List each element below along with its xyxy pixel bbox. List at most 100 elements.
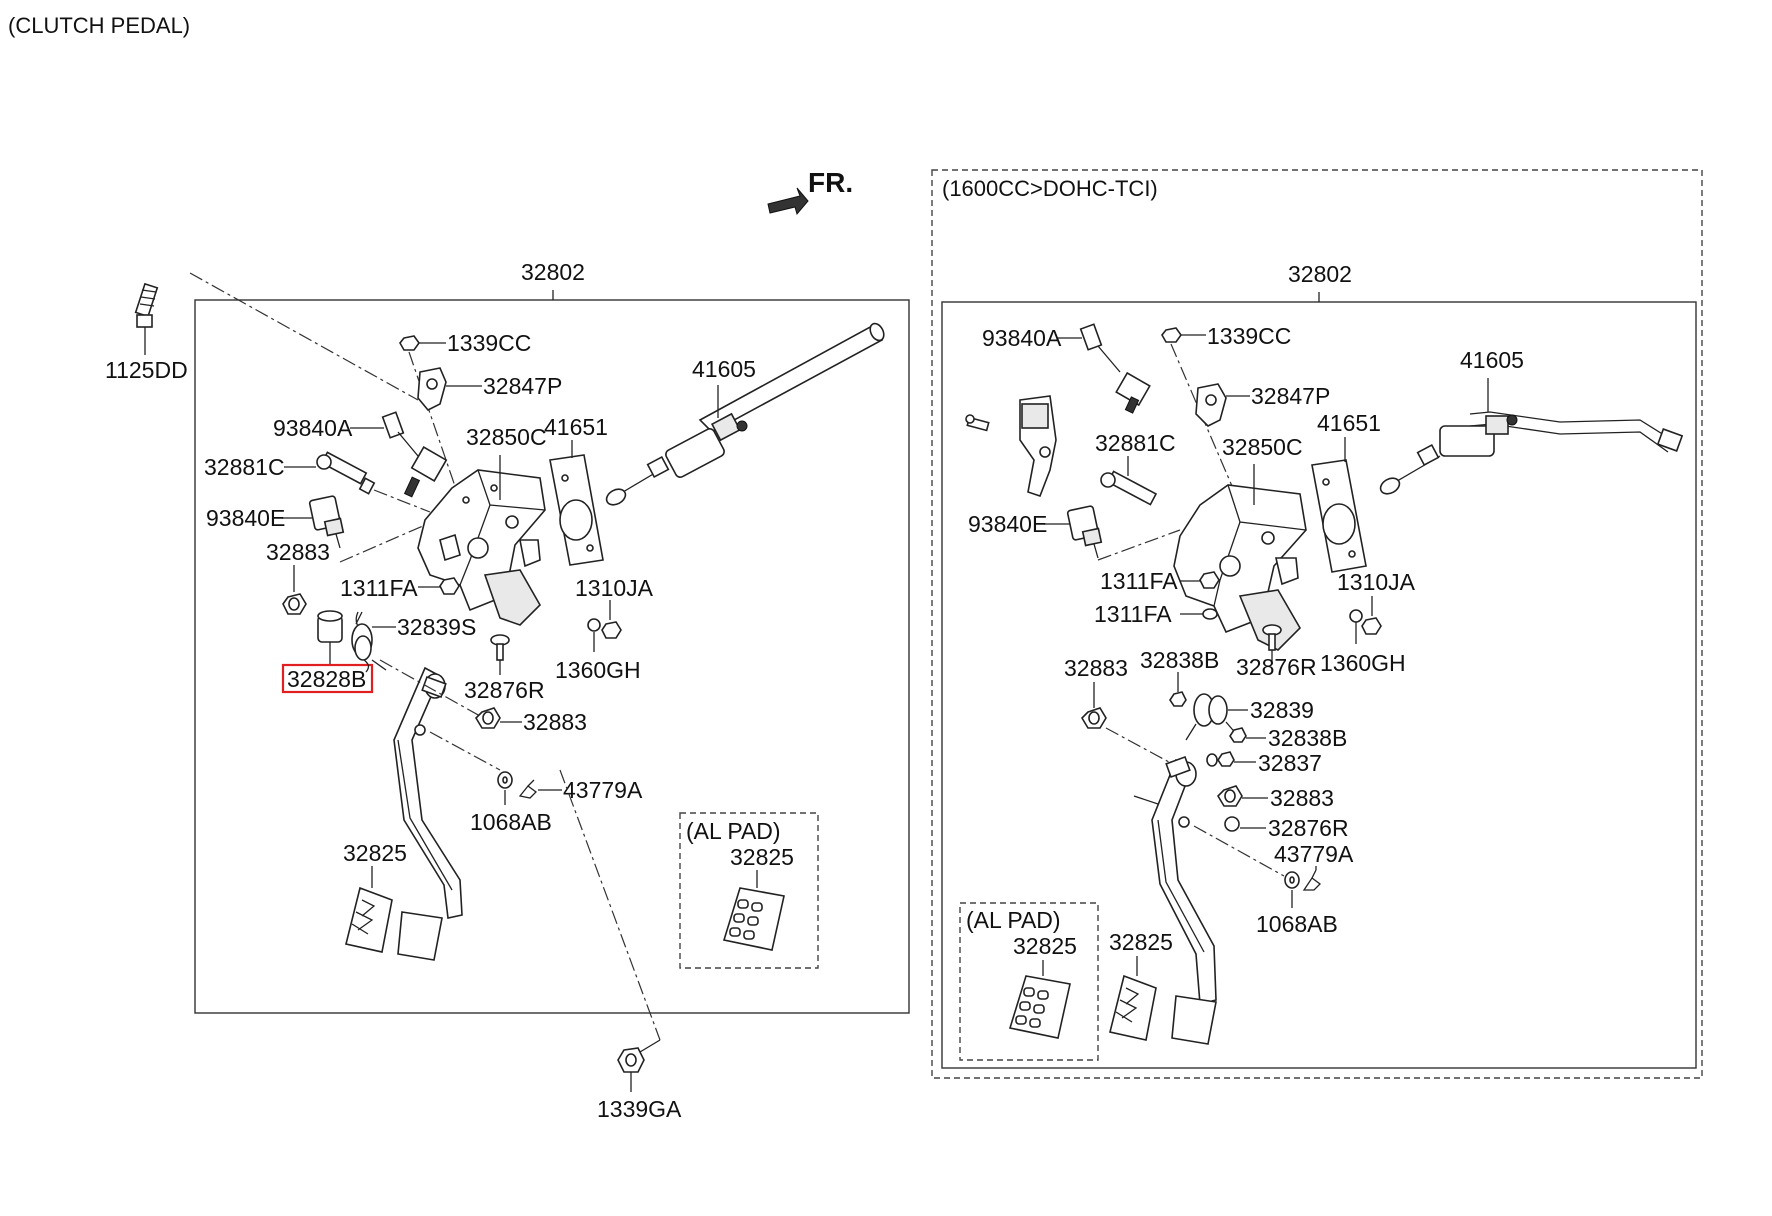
nut-1310JA-icon (587, 618, 622, 639)
collar-bushing-icon (317, 610, 343, 643)
callout-32876R-right-b[interactable]: 32876R (1268, 815, 1349, 841)
callout-32850C-left[interactable]: 32850C (466, 424, 547, 450)
callout-32837-right[interactable]: 32837 (1258, 750, 1322, 776)
callout-32847P-left[interactable]: 32847P (483, 373, 562, 399)
variant-outer-box (931, 169, 1703, 1079)
al-pad-label-left: (AL PAD) (686, 818, 781, 844)
clutch-pedal-arm-icon-right (1133, 755, 1285, 1006)
callout-1339CC-left[interactable]: 1339CC (447, 330, 531, 356)
callout-32881C-left[interactable]: 32881C (204, 454, 285, 480)
left-main-label[interactable]: 32802 (521, 259, 585, 285)
return-spring-icon-right (1185, 693, 1244, 741)
callout-93840A-right[interactable]: 93840A (982, 325, 1062, 351)
switch-assembly-icon (965, 395, 1057, 498)
stopper-pin-icon-right (1100, 470, 1158, 506)
pedal-pad-icon-right (1109, 974, 1217, 1045)
pedal-switch-e-icon (308, 495, 345, 549)
washer-icon-right (1284, 871, 1300, 889)
pedal-switch-e-icon-right (1066, 505, 1103, 559)
callout-93840E-right[interactable]: 93840E (968, 511, 1047, 537)
callout-32883-right-a[interactable]: 32883 (1064, 655, 1128, 681)
aluminum-pad-icon (722, 887, 785, 951)
pedal-pad-icon (345, 886, 443, 961)
callout-41605-right[interactable]: 41605 (1460, 347, 1524, 373)
callout-1310JA-left[interactable]: 1310JA (575, 575, 654, 601)
right-main-label[interactable]: 32802 (1288, 261, 1352, 287)
callout-1339CC-right[interactable]: 1339CC (1207, 323, 1291, 349)
nut-1310JA-icon-right (1349, 609, 1382, 635)
pedal-switch-icon-right (1079, 323, 1151, 414)
stopper-rubber-icon (490, 634, 510, 661)
stopper-rubber-icon-right-b (1224, 816, 1240, 832)
master-cylinder-icon-right (1379, 411, 1684, 495)
washer-icon (497, 771, 513, 789)
left-assembly-frame (194, 299, 910, 1014)
aluminum-pad-icon-right (1008, 975, 1071, 1039)
callout-32825-left[interactable]: 32825 (343, 840, 407, 866)
callout-43779A-right[interactable]: 43779A (1274, 841, 1354, 867)
callout-43779A-left[interactable]: 43779A (563, 777, 643, 803)
diagram-title: (CLUTCH PEDAL) (8, 13, 190, 38)
flange-nut-icon (617, 1047, 645, 1073)
callout-1311FA-right-b[interactable]: 1311FA (1094, 601, 1172, 627)
gasket-icon (549, 454, 604, 566)
callout-41651-right[interactable]: 41651 (1317, 410, 1381, 436)
callout-41651-left[interactable]: 41651 (544, 414, 608, 440)
clip-icon (518, 779, 537, 799)
callout-41605-left[interactable]: 41605 (692, 356, 756, 382)
callout-1311FA-right-a[interactable]: 1311FA (1100, 568, 1178, 594)
callout-32828B-left[interactable]: 32828B (287, 666, 366, 692)
callout-1360GH-left[interactable]: 1360GH (555, 657, 641, 683)
callout-1311FA-left[interactable]: 1311FA (340, 575, 418, 601)
callout-32881C-right[interactable]: 32881C (1095, 430, 1176, 456)
callout-32883-left-a[interactable]: 32883 (266, 539, 330, 565)
bushing-right-icon (474, 707, 501, 729)
callout-32847P-right[interactable]: 32847P (1251, 383, 1330, 409)
callout-1125DD[interactable]: 1125DD (105, 357, 188, 383)
nut-icon-right (1161, 327, 1182, 343)
stopper-rubber-icon-right (1262, 624, 1282, 651)
callout-32883-right-b[interactable]: 32883 (1270, 785, 1334, 811)
callout-32876R-left[interactable]: 32876R (464, 677, 545, 703)
callout-32883-left-b[interactable]: 32883 (523, 709, 587, 735)
callout-1339GA[interactable]: 1339GA (597, 1096, 682, 1122)
callout-32839-right[interactable]: 32839 (1250, 697, 1314, 723)
callout-1360GH-right[interactable]: 1360GH (1320, 650, 1406, 676)
stopper-pin-icon (316, 451, 376, 495)
callout-32876R-right-a[interactable]: 32876R (1236, 654, 1317, 680)
callout-1068AB-right[interactable]: 1068AB (1256, 911, 1338, 937)
gasket-icon-right (1311, 459, 1367, 573)
al-pad-label-right: (AL PAD) (966, 907, 1061, 933)
highlight-box-32828B (281, 663, 374, 694)
pin-icon-right-b (1229, 727, 1247, 743)
callout-1068AB-left[interactable]: 1068AB (470, 809, 552, 835)
bushing-icon (282, 593, 307, 615)
pedal-bracket-icon (417, 469, 546, 626)
pedal-bracket-icon-right (1173, 484, 1307, 651)
pin-icon-right-c (1206, 751, 1235, 767)
callout-32825-right[interactable]: 32825 (1109, 929, 1173, 955)
bracket-icon (417, 367, 447, 411)
return-spring-icon (351, 611, 387, 673)
callout-1310JA-right[interactable]: 1310JA (1337, 569, 1416, 595)
callout-93840A-left[interactable]: 93840A (273, 415, 353, 441)
right-panel: (1600CC>DOHC-TCI) 32802 93840A 1339CC 32… (931, 169, 1703, 1079)
callout-32839S-left[interactable]: 32839S (397, 614, 476, 640)
variant-label: (1600CC>DOHC-TCI) (942, 176, 1158, 201)
nut-1311FA-a-icon-right (1199, 571, 1220, 589)
nut-1311FA-b-icon-right (1202, 608, 1218, 620)
front-marker-label: FR. (808, 167, 853, 198)
clutch-pedal-arm-icon (379, 659, 501, 919)
master-cylinder-icon (605, 322, 885, 506)
callout-32850C-right[interactable]: 32850C (1222, 434, 1303, 460)
callout-32838B-right-b[interactable]: 32838B (1268, 725, 1347, 751)
bracket-icon-right (1195, 383, 1227, 427)
callout-32825-left-al[interactable]: 32825 (730, 844, 794, 870)
callout-32838B-right-a[interactable]: 32838B (1140, 647, 1219, 673)
front-direction-arrow-icon (767, 187, 809, 216)
callout-93840E-left[interactable]: 93840E (206, 505, 285, 531)
left-panel: 32802 1125DD 1339CC 32847P (105, 259, 910, 1122)
nut-1311FA-icon (439, 577, 460, 595)
callout-32825-right-al[interactable]: 32825 (1013, 933, 1077, 959)
pedal-switch-icon (381, 411, 448, 498)
